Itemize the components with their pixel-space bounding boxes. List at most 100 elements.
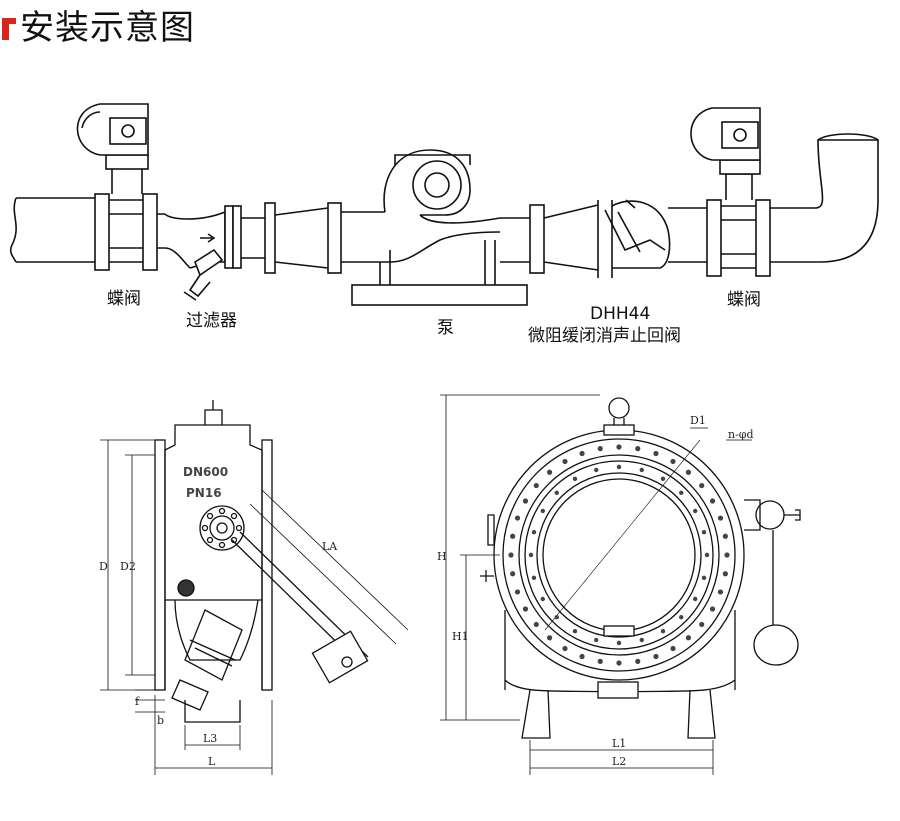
- valve-side-view: [100, 400, 409, 775]
- bolt-hole: [597, 446, 603, 452]
- dim-L3: L3: [203, 732, 217, 745]
- label-butterfly-left: 蝶阀: [107, 289, 141, 309]
- bolt-hole: [722, 533, 728, 539]
- bolt-hole: [554, 490, 559, 495]
- bolt-hole: [572, 629, 578, 634]
- dim-H1: H1: [452, 630, 469, 643]
- bolt-hole: [594, 467, 599, 473]
- butterfly-valve-right-flange-b: [755, 199, 771, 277]
- bolt-hole: [510, 533, 516, 539]
- bolt-hole: [616, 464, 622, 470]
- bolt-hole: [616, 660, 622, 666]
- bolt-hole: [616, 640, 622, 646]
- bolt-hole: [540, 596, 545, 602]
- bolt-hole: [635, 446, 641, 452]
- bolt-hole: [528, 552, 534, 558]
- bolt-hole: [699, 482, 705, 489]
- dim-LA: LA: [322, 540, 338, 553]
- valve-front-view: [440, 394, 801, 775]
- bolt-hole: [699, 621, 705, 628]
- bolt-hole: [522, 498, 529, 504]
- bolt-hole: [579, 450, 585, 457]
- bolt-hole: [531, 530, 537, 535]
- dhh44-check-valve: [597, 199, 671, 278]
- butterfly-left-actuator: [76, 103, 149, 194]
- y-strainer-filter: [164, 205, 242, 301]
- bolt-hole: [653, 653, 659, 660]
- bolt-hole: [533, 621, 539, 628]
- bolt-hole: [546, 635, 553, 641]
- pipe-elbow-right: [770, 139, 879, 263]
- bolt-hole: [572, 476, 578, 481]
- bolt-hole: [701, 575, 707, 580]
- dim-f: f: [135, 695, 140, 708]
- label-pump: 泵: [437, 318, 454, 338]
- bolt-hole: [717, 515, 724, 521]
- bolt-hole: [709, 498, 716, 504]
- dim-D2: D2: [120, 560, 136, 573]
- pump-base: [351, 284, 528, 306]
- bolt-hole: [562, 458, 568, 465]
- pump: [351, 149, 528, 306]
- bolt-hole: [562, 645, 568, 652]
- label-check-valve-name: 微阻缓闭消声止回阀: [528, 326, 681, 346]
- bolt-hole: [693, 508, 698, 514]
- bolt-hole: [514, 515, 521, 521]
- butterfly-valve-left-flange-a: [94, 193, 110, 271]
- bolt-hole: [724, 552, 730, 558]
- bolt-hole: [679, 615, 684, 620]
- butterfly-right-actuator: [690, 107, 761, 200]
- bolt-hole: [533, 482, 539, 489]
- bolt-hole: [540, 508, 545, 514]
- bolt-hole: [660, 629, 666, 634]
- title-marker-icon: [2, 18, 16, 40]
- bolt-hole: [717, 589, 724, 595]
- bolt-hole: [531, 575, 537, 580]
- butterfly-valve-right-flange-a: [706, 199, 722, 277]
- bolt-hole: [554, 615, 559, 620]
- bolt-hole: [685, 635, 692, 641]
- dim-L: L: [208, 755, 216, 768]
- pipe-left: [9, 197, 95, 263]
- bolt-hole: [704, 552, 710, 558]
- label-filter: 过滤器: [186, 311, 237, 331]
- front-flange-bolts: [508, 444, 730, 666]
- bolt-hole: [546, 469, 553, 475]
- bolt-hole: [701, 530, 707, 535]
- bolt-hole: [639, 637, 644, 643]
- bolt-hole: [670, 458, 676, 465]
- bolt-hole: [685, 469, 692, 475]
- dim-L1: L1: [612, 737, 626, 750]
- bolt-hole: [522, 606, 529, 612]
- bolt-hole: [514, 589, 521, 595]
- bolt-hole: [693, 596, 698, 602]
- bolt-hole: [594, 637, 599, 643]
- dim-b: b: [157, 714, 164, 727]
- pipeline-schematic: [9, 103, 879, 306]
- bolt-hole: [639, 467, 644, 473]
- bolt-hole: [635, 658, 641, 664]
- dim-H: H: [437, 550, 447, 563]
- bolt-hole: [660, 476, 666, 481]
- page-title: 安装示意图: [20, 8, 195, 48]
- label-check-valve-model: DHH44: [590, 304, 650, 324]
- dim-D1: D1: [690, 414, 706, 427]
- bolt-hole: [616, 444, 622, 450]
- bolt-hole: [579, 653, 585, 660]
- dim-L2: L2: [612, 755, 626, 768]
- butterfly-valve-left-flange-b: [142, 193, 158, 271]
- marking-pn: PN16: [186, 486, 222, 500]
- bolt-hole: [679, 490, 684, 495]
- bolt-hole: [709, 606, 716, 612]
- dim-n-phi-d: n-φd: [728, 428, 754, 441]
- dim-D: D: [99, 560, 108, 573]
- bolt-hole: [670, 645, 676, 652]
- bolt-hole: [653, 450, 659, 457]
- bolt-hole: [510, 571, 516, 577]
- marking-dn: DN600: [183, 465, 228, 479]
- label-butterfly-right: 蝶阀: [727, 290, 761, 310]
- bolt-hole: [597, 658, 603, 664]
- bolt-hole: [508, 552, 514, 558]
- bolt-hole: [722, 571, 728, 577]
